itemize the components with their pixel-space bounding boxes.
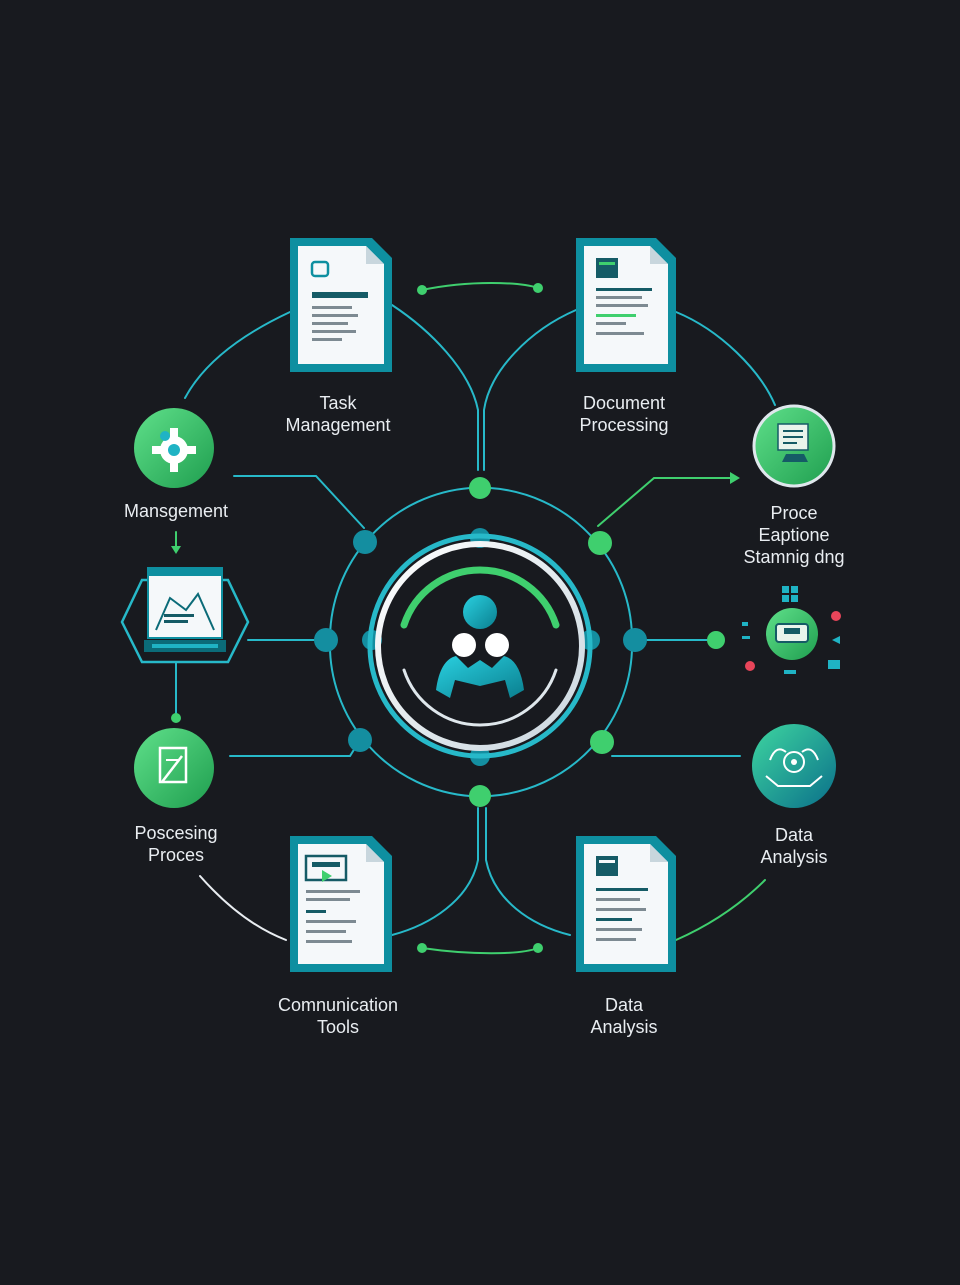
label-communication-tools: Comnunication Tools [258, 994, 418, 1038]
junction-dot [469, 477, 491, 499]
junction-dot [348, 728, 372, 752]
toolbox-icon [766, 608, 818, 660]
label-line: Processing [579, 415, 669, 435]
arrow-down-icon [171, 546, 181, 554]
label-line: Poscesing [134, 823, 218, 843]
junction-dot [417, 285, 427, 295]
label-line: Management [285, 415, 391, 435]
processing-document-icon [576, 238, 676, 372]
label-line: Document [582, 393, 666, 413]
user-network-icon [436, 595, 524, 698]
label-document-processing: Document Processing [556, 392, 692, 436]
label-line: Eaptione [758, 525, 830, 545]
label-line: Analysis [760, 847, 828, 867]
label-line: Task [319, 393, 357, 413]
communication-document-icon [290, 836, 392, 972]
scatter-icons [742, 586, 841, 674]
center-hub [367, 533, 593, 759]
task-document-icon [290, 238, 392, 372]
monitor-chart-icon [120, 567, 250, 664]
label-data-analysis-bottom: Data Analysis [556, 994, 692, 1038]
label-management: Mansgement [106, 500, 246, 522]
hands-globe-icon [752, 724, 836, 808]
data-document-icon [576, 836, 676, 972]
label-line: Data [774, 825, 814, 845]
junction-dot [533, 943, 543, 953]
stamp-document-icon [752, 404, 836, 488]
label-line: Proce [770, 503, 818, 523]
junction-dot [314, 628, 338, 652]
gear-icon [134, 408, 214, 488]
label-data-analysis-right: Data Analysis [724, 824, 864, 868]
junction-dot [417, 943, 427, 953]
label-line: Stamnig dng [743, 547, 845, 567]
junction-dot [623, 628, 647, 652]
arrow-right-icon [730, 472, 740, 484]
label-processing-process: Poscesing Proces [106, 822, 246, 866]
label-line: Data [604, 995, 644, 1015]
label-process-stamping: Proce Eaptione Stamnig dng [724, 502, 864, 568]
junction-dot [353, 530, 377, 554]
junction-dot [469, 785, 491, 807]
label-line: Analysis [590, 1017, 658, 1037]
label-line: Tools [316, 1017, 360, 1037]
pen-document-icon [134, 728, 214, 808]
junction-dot [707, 631, 725, 649]
junction-dot [171, 713, 181, 723]
junction-dot [590, 730, 614, 754]
label-line: Mansgement [123, 501, 229, 521]
label-line: Comnunication [277, 995, 399, 1015]
label-line: Proces [147, 845, 205, 865]
junction-dot [533, 283, 543, 293]
label-task-management: Task Management [270, 392, 406, 436]
junction-dot [588, 531, 612, 555]
